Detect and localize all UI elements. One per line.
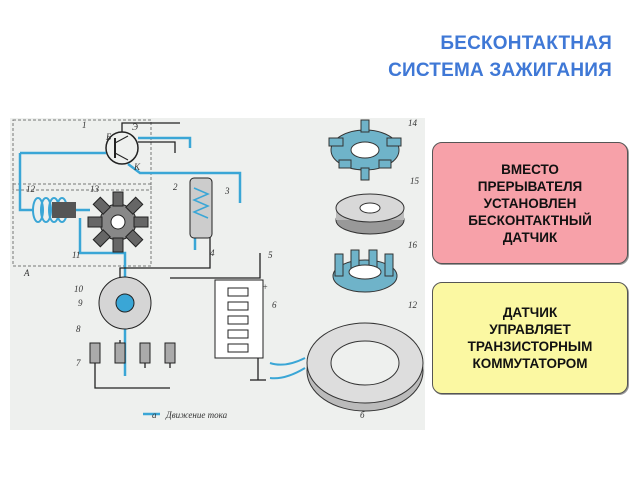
rotor <box>87 191 149 253</box>
label-B: Б <box>105 132 112 142</box>
label-K: К <box>133 162 141 172</box>
callout-2-line-3: ТРАНЗИСТОРНЫМ <box>467 339 593 354</box>
ignition-diagram-svg: 1 2 3 4 5 6 7 8 9 10 11 12 13 14 15 16 1… <box>12 118 424 420</box>
label-4: 4 <box>210 248 215 258</box>
label-14: 14 <box>408 118 418 128</box>
callout-2-line-1: ДАТЧИК <box>502 305 558 320</box>
part-12-coil-ring <box>269 322 424 412</box>
label-E: Э <box>132 122 138 132</box>
label-12b: 12 <box>408 300 418 310</box>
label-1: 1 <box>82 120 87 130</box>
label-13: 13 <box>90 184 100 194</box>
label-7: 7 <box>76 358 81 368</box>
label-12: 12 <box>26 184 36 194</box>
title-line-1: БЕСКОНТАКТНАЯ <box>440 33 612 54</box>
callout-2-line-2: УПРАВЛЯЕТ <box>489 322 571 337</box>
label-6: 6 <box>272 300 277 310</box>
ignition-diagram: 1 2 3 4 5 6 7 8 9 10 11 12 13 14 15 16 1… <box>10 118 425 430</box>
label-16: 16 <box>408 240 418 250</box>
part-15-magnet <box>335 193 405 235</box>
callout-sensor-controls: ДАТЧИК УПРАВЛЯЕТ ТРАНЗИСТОРНЫМ КОММУТАТО… <box>432 282 628 394</box>
part-14-star-rotor <box>328 119 402 181</box>
label-5: 5 <box>268 250 273 260</box>
part-16-pole-ring <box>332 249 398 293</box>
callout-2-line-4: КОММУТАТОРОМ <box>472 356 588 371</box>
spark-plugs <box>89 342 176 364</box>
callout-contactless-sensor: ВМЕСТО ПРЕРЫВАТЕЛЯ УСТАНОВЛЕН БЕСКОНТАКТ… <box>432 142 628 264</box>
callout-1-line-5: ДАТЧИК <box>502 229 558 245</box>
label-plus: + <box>262 282 268 292</box>
callout-1-line-3: УСТАНОВЛЕН <box>483 195 577 211</box>
label-10: 10 <box>74 284 84 294</box>
label-a: а <box>152 410 157 420</box>
callout-1-line-1: ВМЕСТО <box>501 161 559 177</box>
callout-1-line-4: БЕСКОНТАКТНЫЙ <box>468 212 592 228</box>
title-line-2: СИСТЕМА ЗАЖИГАНИЯ <box>388 60 612 81</box>
label-A: А <box>23 268 30 278</box>
ignition-coil <box>189 177 213 239</box>
legend-text: Движение тока <box>165 410 228 420</box>
label-11: 11 <box>72 250 80 260</box>
battery <box>214 279 264 359</box>
label-2: 2 <box>173 182 178 192</box>
transistor-box <box>12 119 152 191</box>
slide-title: БЕСКОНТАКТНАЯ СИСТЕМА ЗАЖИГАНИЯ <box>300 30 612 84</box>
distributor <box>98 276 152 330</box>
label-9: 9 <box>78 298 83 308</box>
callout-1-line-2: ПРЕРЫВАТЕЛЯ <box>477 178 583 194</box>
label-3: 3 <box>224 186 230 196</box>
label-8: 8 <box>76 324 81 334</box>
label-15: 15 <box>410 176 420 186</box>
coil-core <box>52 202 76 218</box>
label-b: б <box>360 410 365 420</box>
